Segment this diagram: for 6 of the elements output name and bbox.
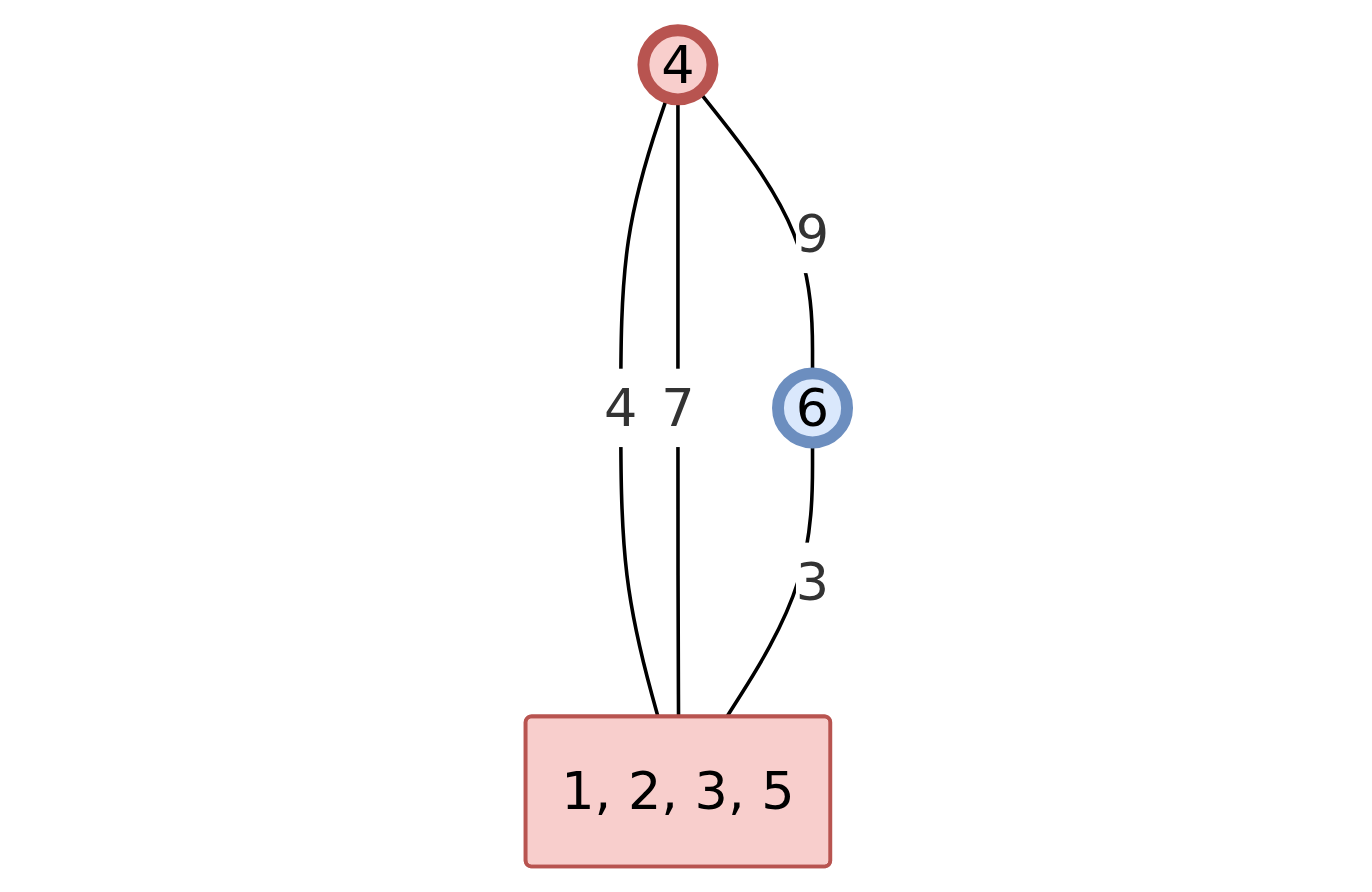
edge-label: 3 — [795, 550, 829, 612]
edge-label: 9 — [795, 203, 829, 264]
node-circle: 6 — [771, 367, 853, 449]
edge-label: 4 — [603, 376, 638, 438]
edge-label: 7 — [660, 376, 695, 438]
node-circle: 4 — [637, 24, 719, 106]
